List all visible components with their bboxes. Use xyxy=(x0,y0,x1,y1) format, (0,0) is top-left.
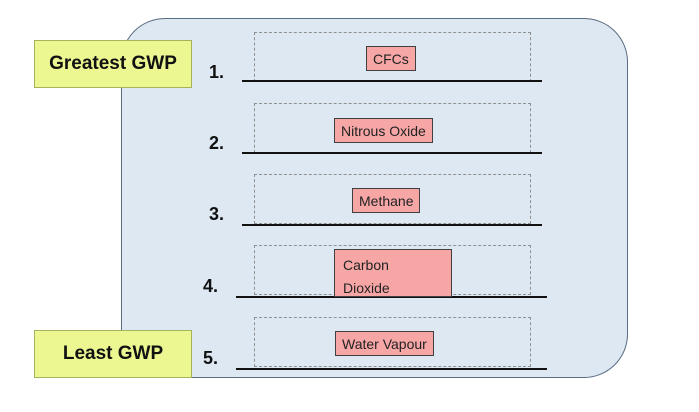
answer-line-2 xyxy=(242,152,542,154)
rank-number-5: 5. xyxy=(203,348,219,368)
answer-line-5 xyxy=(236,368,547,370)
answer-tile-nitrous-oxide[interactable]: Nitrous Oxide xyxy=(334,118,433,143)
rank-number-3: 3. xyxy=(209,204,225,224)
answer-line-3 xyxy=(242,224,542,226)
rank-number-1: 1. xyxy=(209,62,225,82)
answer-tile-methane[interactable]: Methane xyxy=(352,188,421,213)
greatest-gwp-label: Greatest GWP xyxy=(34,40,192,88)
answer-tile-water-vapour[interactable]: Water Vapour xyxy=(335,331,434,356)
drop-slot-5[interactable] xyxy=(254,317,531,367)
answer-tile-carbon-dioxide[interactable]: Carbon Dioxide xyxy=(334,249,452,297)
least-gwp-label: Least GWP xyxy=(34,330,192,378)
answer-tile-cfcs[interactable]: CFCs xyxy=(366,46,416,71)
drop-slot-3[interactable] xyxy=(254,174,531,224)
rank-number-4: 4. xyxy=(203,276,219,296)
answer-line-4 xyxy=(236,296,547,298)
rank-number-2: 2. xyxy=(209,133,225,153)
answer-line-1 xyxy=(242,80,542,82)
